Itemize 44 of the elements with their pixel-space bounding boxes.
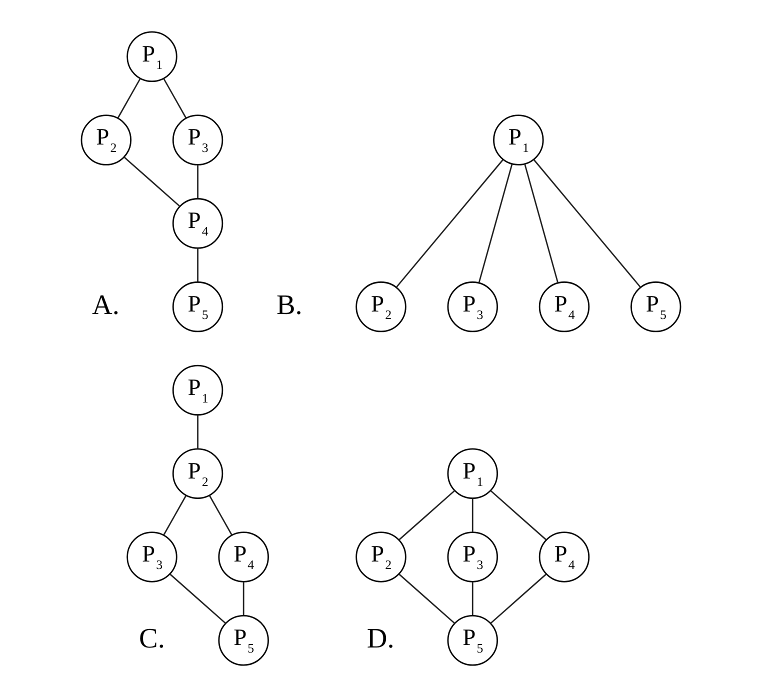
connector (124, 156, 180, 207)
node-circle: P$_{2}$ (172, 448, 224, 499)
label: A. (92, 290, 120, 322)
connector (170, 574, 226, 624)
connector (478, 164, 513, 284)
node-circle: P$_{3}$ (447, 281, 498, 332)
connector (398, 574, 456, 624)
node-circle: P$_{1}$ (447, 448, 498, 499)
node-circle: P$_{5}$ (447, 615, 498, 666)
node-circle: P$_{4}$ (538, 532, 590, 582)
node-circle: P$_{4}$ (218, 532, 269, 582)
connector (197, 248, 198, 282)
connector (197, 165, 198, 198)
node-circle: P$_{5}$ (218, 615, 269, 666)
node-circle: P$_{3}$ (126, 532, 178, 582)
label: D. (366, 624, 394, 655)
label: C. (139, 624, 165, 655)
connector (524, 164, 559, 284)
connector (163, 495, 187, 536)
connector (472, 582, 474, 616)
node-circle: P$_{2}$ (356, 532, 406, 582)
node-circle: P$_{4}$ (172, 198, 224, 249)
node-circle: P$_{5}$ (630, 281, 682, 332)
connector (242, 582, 244, 616)
label: B. (276, 290, 302, 322)
connector (490, 490, 547, 540)
node-circle: P$_{3}$ (172, 114, 224, 166)
connector (396, 159, 504, 288)
node-circle: P$_{3}$ (447, 532, 498, 582)
connector (490, 574, 547, 624)
connector (197, 415, 198, 448)
node-circle: P$_{1}$ (172, 364, 224, 416)
connector (117, 78, 141, 118)
node-circle: P$_{1}$ (126, 31, 178, 82)
node-circle: P$_{2}$ (356, 281, 406, 332)
node-circle: P$_{1}$ (493, 114, 544, 166)
connector (533, 159, 641, 288)
node-circle: P$_{5}$ (172, 281, 224, 332)
connector (398, 490, 455, 540)
node-circle: P$_{4}$ (538, 281, 590, 332)
node-circle: P$_{2}$ (80, 114, 132, 166)
connector (163, 78, 186, 118)
connector (208, 495, 232, 536)
connector (472, 498, 474, 532)
